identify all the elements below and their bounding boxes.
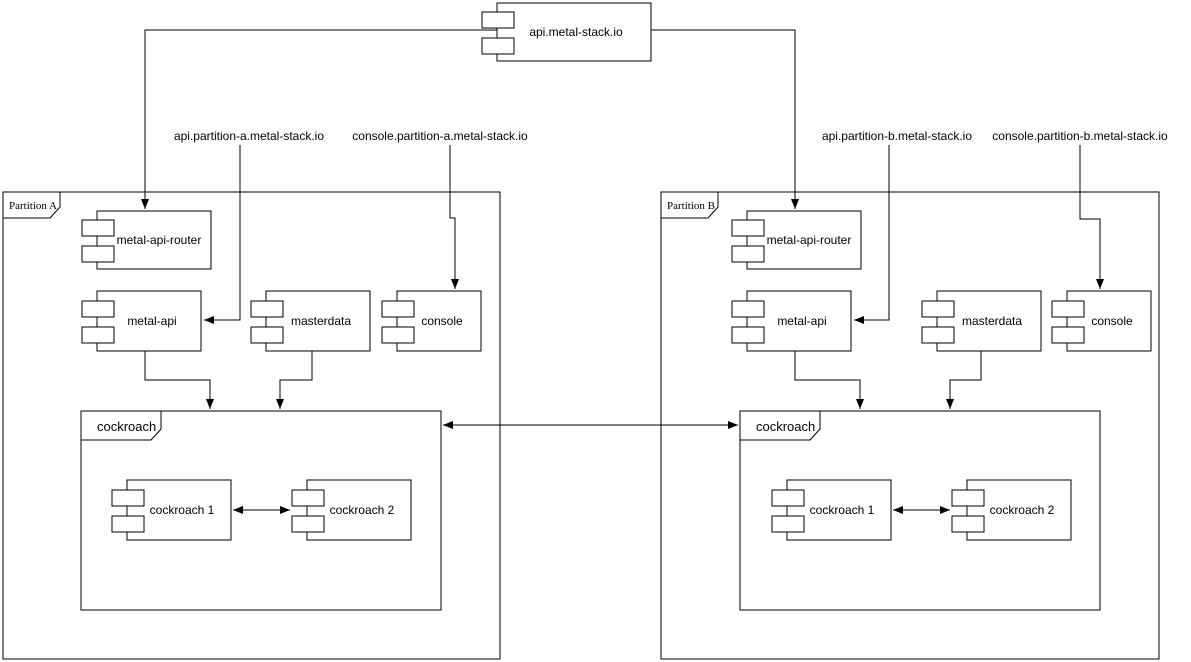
- component-metal-api-a: metal-api: [81, 290, 202, 352]
- component-label: metal-api-router: [767, 233, 852, 247]
- edge-masterdata-a-to-cockroach-a: [276, 351, 313, 409]
- component-console-b: console: [1051, 290, 1152, 352]
- dns-label-api-partition-a: api.partition-a.metal-stack.io: [174, 129, 324, 143]
- cockroach-b-label: cockroach: [756, 419, 815, 434]
- component-api-metal-stack-io: api.metal-stack.io: [481, 2, 652, 62]
- edge-dns-console-b-to-console-b: [1079, 145, 1104, 289]
- edge-root-to-router-a: [141, 29, 497, 209]
- edge-dns-api-b-to-metal-api-b: [854, 145, 890, 324]
- component-masterdata-b: masterdata: [921, 290, 1042, 352]
- edge-dns-api-a-to-metal-api-a: [204, 145, 241, 324]
- partition-a-label: Partition A: [9, 200, 57, 212]
- component-label: cockroach 1: [150, 503, 215, 517]
- component-cockroach2-a: cockroach 2: [291, 479, 412, 541]
- component-label: cockroach 2: [990, 503, 1055, 517]
- dns-label-console-partition-b: console.partition-b.metal-stack.io: [992, 129, 1168, 143]
- component-label: console: [1091, 314, 1133, 328]
- component-label: api.metal-stack.io: [529, 25, 623, 39]
- cockroach-a-tab: [80, 410, 162, 441]
- edge-root-to-router-b: [651, 29, 799, 209]
- component-label: cockroach 2: [330, 503, 395, 517]
- edge-dns-console-a-to-console-a: [449, 145, 459, 289]
- component-label: console: [421, 314, 463, 328]
- dns-label-api-partition-b: api.partition-b.metal-stack.io: [822, 129, 972, 143]
- component-label: cockroach 1: [810, 503, 875, 517]
- cockroach-a-label: cockroach: [97, 419, 156, 434]
- component-label: masterdata: [291, 314, 351, 328]
- partition-a-tab: [2, 191, 61, 219]
- component-console-a: console: [381, 290, 482, 352]
- partition-b-tab: [660, 191, 719, 219]
- component-metal-api-b: metal-api: [731, 290, 852, 352]
- component-label: metal-api: [777, 314, 826, 328]
- component-label: metal-api: [127, 314, 176, 328]
- dns-label-console-partition-a: console.partition-a.metal-stack.io: [352, 129, 528, 143]
- edge-metal-api-a-to-cockroach-a: [144, 351, 214, 409]
- edge-masterdata-b-to-cockroach-b: [946, 351, 982, 409]
- cockroach-b-tab: [739, 410, 821, 441]
- component-cockroach1-a: cockroach 1: [111, 479, 232, 541]
- edge-metal-api-b-to-cockroach-b: [794, 351, 864, 409]
- component-label: masterdata: [962, 314, 1022, 328]
- component-label: metal-api-router: [117, 233, 202, 247]
- component-cockroach1-b: cockroach 1: [771, 479, 892, 541]
- component-cockroach2-b: cockroach 2: [951, 479, 1072, 541]
- partition-b-label: Partition B: [667, 200, 715, 212]
- component-masterdata-a: masterdata: [250, 290, 371, 352]
- component-metal-api-router-b: metal-api-router: [731, 210, 862, 270]
- component-metal-api-router-a: metal-api-router: [81, 210, 212, 270]
